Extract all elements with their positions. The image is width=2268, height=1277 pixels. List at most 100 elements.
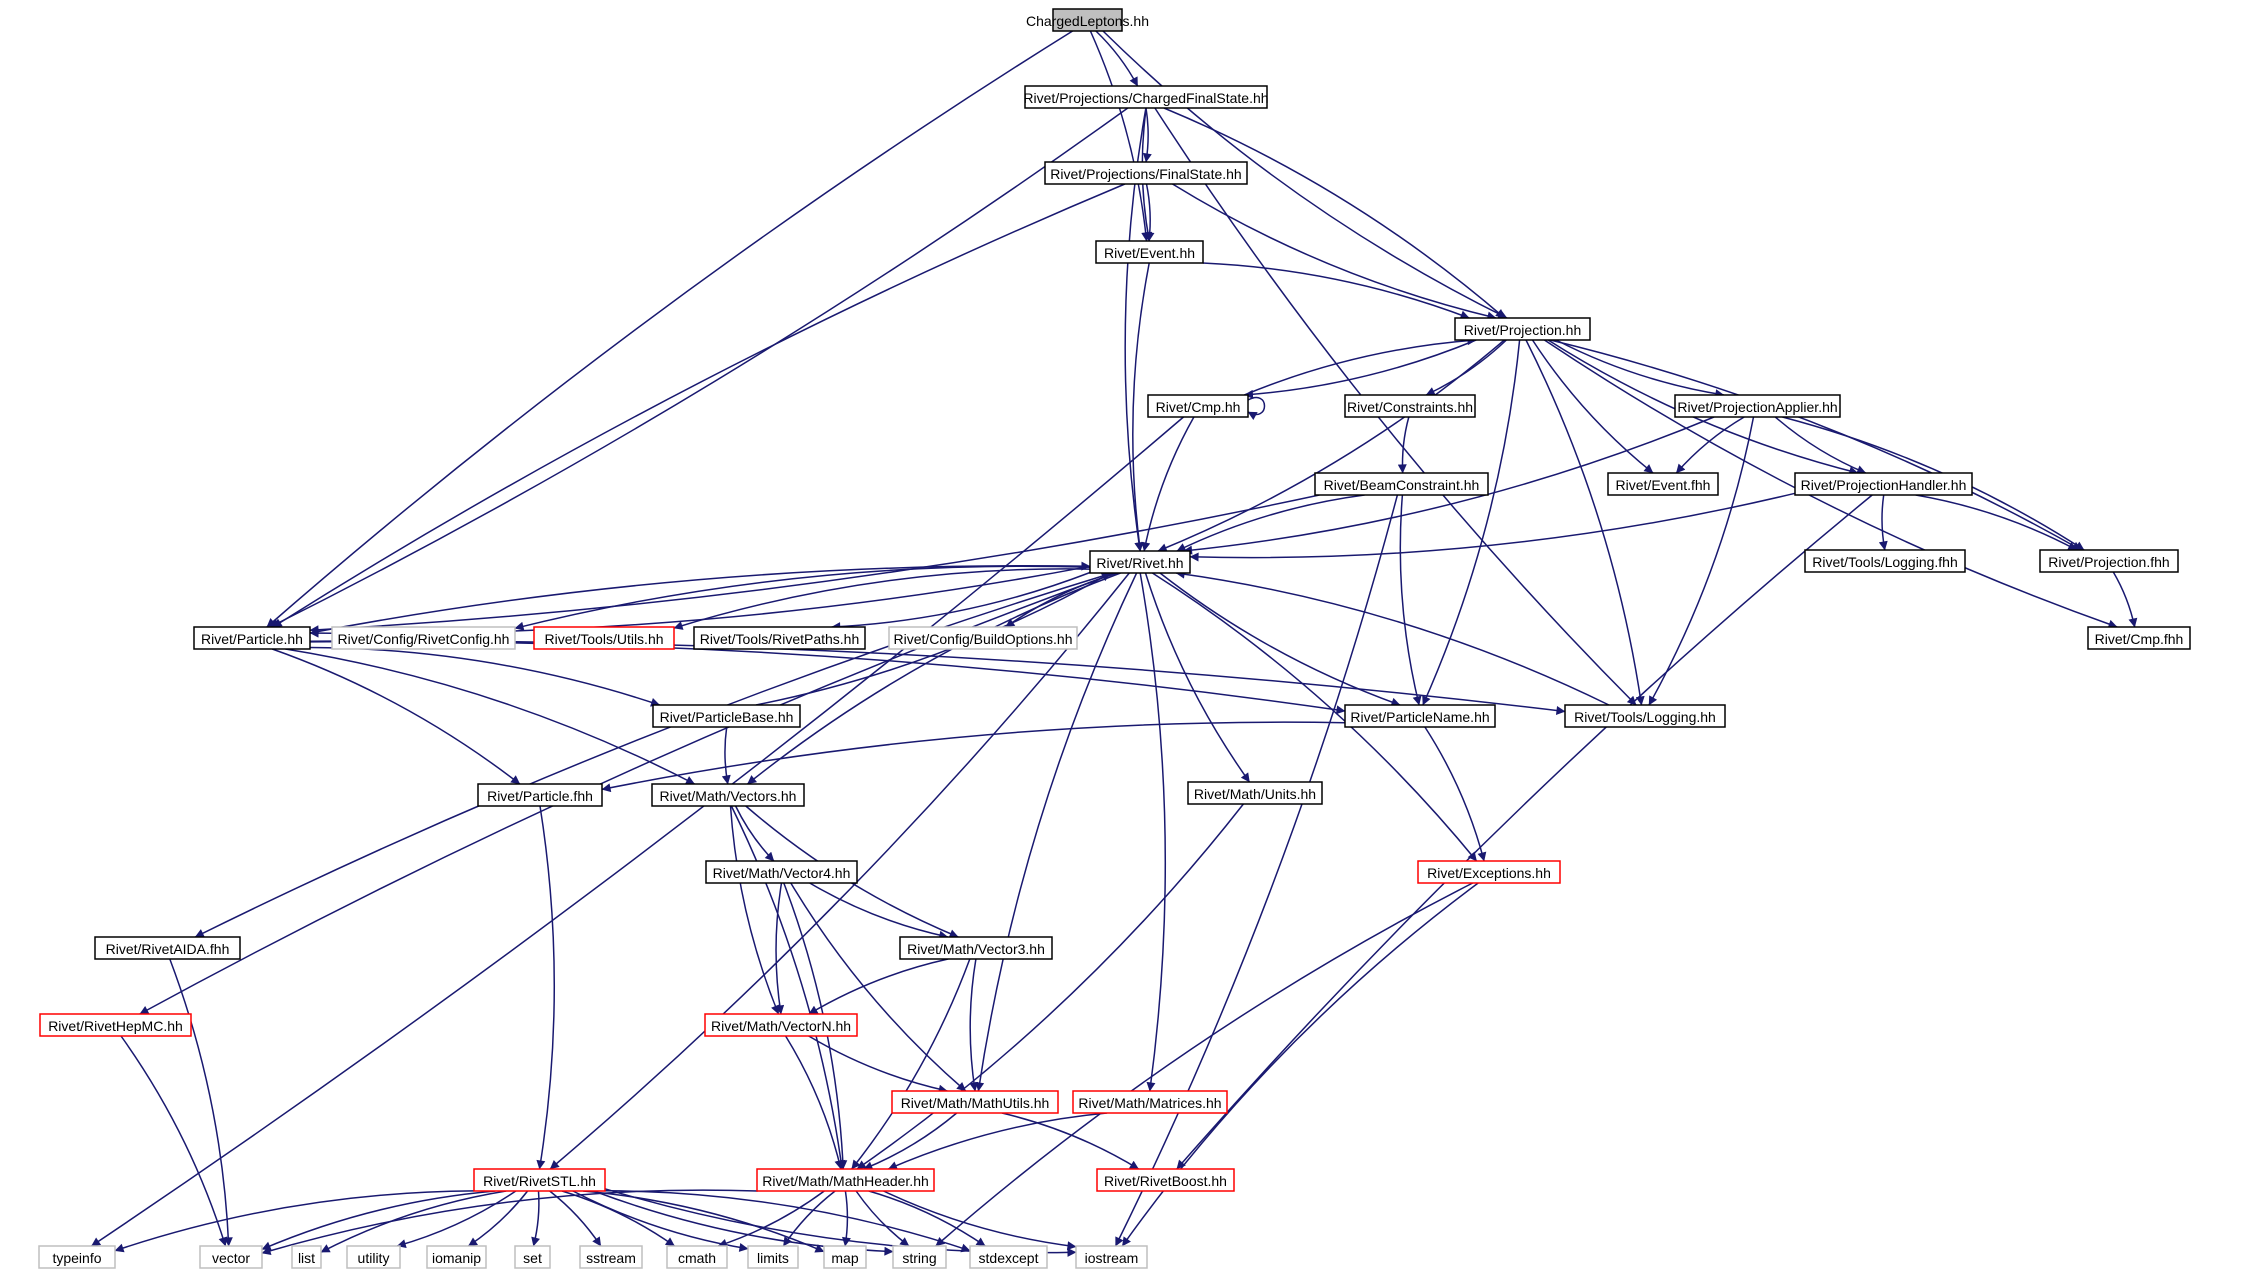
node-label: Rivet/Projection.hh (1464, 322, 1582, 338)
edge-projhh-to-cmpfhh (1543, 339, 2118, 629)
edge-pbase-to-rivethh (755, 572, 1111, 706)
edge-aidafhh-to-vector (169, 958, 233, 1247)
edge-root-to-eventhh (1089, 30, 1151, 242)
edge-rivetstl-to-list (320, 1190, 507, 1253)
node-label: cmath (678, 1250, 716, 1266)
node-projhh[interactable]: Rivet/Projection.hh (1454, 317, 1591, 341)
edge-rivetstl-to-map (583, 1190, 825, 1253)
node-rivetboost[interactable]: Rivet/RivetBoost.hh (1096, 1168, 1235, 1192)
node-box (94, 936, 241, 960)
node-constraints[interactable]: Rivet/Constraints.hh (1344, 394, 1476, 418)
node-label: sstream (586, 1250, 636, 1266)
node-rivethh[interactable]: Rivet/Rivet.hh (1089, 550, 1191, 574)
node-box (888, 626, 1078, 650)
node-layer: ChargedLeptons.hhRivet/Projections/Charg… (38, 8, 2191, 1269)
edge-papplier-to-phandler (1774, 416, 1867, 474)
node-box (2087, 626, 2191, 650)
edge-phandler-to-logfhh (1878, 494, 1888, 551)
node-box (823, 1245, 867, 1269)
edge-vector4-to-vector3 (809, 882, 949, 940)
node-aidafhh[interactable]: Rivet/RivetAIDA.fhh (94, 936, 241, 960)
node-pbase[interactable]: Rivet/ParticleBase.hh (652, 704, 801, 728)
node-label: Rivet/Tools/RivetPaths.hh (700, 631, 860, 647)
node-papplier[interactable]: Rivet/ProjectionApplier.hh (1674, 394, 1841, 418)
node-fs[interactable]: Rivet/Projections/FinalState.hh (1044, 161, 1248, 185)
node-label: Rivet/BeamConstraint.hh (1324, 477, 1480, 493)
edge-rivetstl-to-set (531, 1190, 540, 1247)
node-box (892, 1245, 947, 1269)
node-rivetpaths[interactable]: Rivet/Tools/RivetPaths.hh (693, 626, 866, 650)
node-cmpfhh[interactable]: Rivet/Cmp.fhh (2087, 626, 2191, 650)
node-cmphh[interactable]: Rivet/Cmp.hh (1147, 394, 1249, 418)
node-units[interactable]: Rivet/Math/Units.hh (1187, 781, 1323, 805)
node-box (38, 1245, 116, 1269)
edge-projhh-to-phandler (1547, 339, 1859, 476)
edge-particlefhh-to-rivetstl (536, 805, 556, 1170)
edge-vector3-to-mathutils (969, 958, 979, 1092)
node-root[interactable]: ChargedLeptons.hh (1026, 8, 1149, 32)
node-box (477, 783, 603, 807)
node-box (199, 1245, 263, 1269)
node-label: Rivet/Projections/FinalState.hh (1050, 166, 1241, 182)
node-label: Rivet/Cmp.hh (1156, 399, 1241, 415)
node-label: Rivet/Math/VectorN.hh (711, 1018, 851, 1034)
node-pname[interactable]: Rivet/ParticleName.hh (1344, 704, 1496, 728)
edge-rivethh-to-mathutils (975, 572, 1138, 1092)
node-vector4[interactable]: Rivet/Math/Vector4.hh (705, 860, 858, 884)
node-box (652, 704, 801, 728)
node-vector3[interactable]: Rivet/Math/Vector3.hh (899, 936, 1053, 960)
node-label: string (902, 1250, 936, 1266)
node-exceptions[interactable]: Rivet/Exceptions.hh (1417, 860, 1561, 884)
node-label: Rivet/Math/Vector3.hh (907, 941, 1045, 957)
edge-rivethh-to-rivetpaths (831, 571, 1091, 632)
node-particlefhh[interactable]: Rivet/Particle.fhh (477, 783, 603, 807)
edge-pname-to-particlefhh (601, 721, 1346, 793)
edge-rivetstl-to-iomanip (467, 1190, 529, 1247)
edge-cfs-to-projhh (1163, 107, 1506, 319)
node-logginghh[interactable]: Rivet/Tools/Logging.hh (1564, 704, 1726, 728)
node-label: Rivet/Config/BuildOptions.hh (894, 631, 1073, 647)
node-label: stdexcept (979, 1250, 1039, 1266)
node-label: Rivet/Projection.fhh (2048, 554, 2169, 570)
node-phandler[interactable]: Rivet/ProjectionHandler.hh (1794, 472, 1973, 496)
node-box (2039, 549, 2179, 573)
node-vectorn[interactable]: Rivet/Math/VectorN.hh (704, 1013, 858, 1037)
node-box (899, 936, 1053, 960)
node-box (1794, 472, 1973, 496)
node-particlehh[interactable]: Rivet/Particle.hh (193, 626, 311, 650)
edge-rivetstl-to-sstream (549, 1190, 602, 1247)
edge-projhh-to-eventfhh (1531, 339, 1654, 474)
node-hepmc[interactable]: Rivet/RivetHepMC.hh (39, 1013, 192, 1037)
node-mathutils[interactable]: Rivet/Math/MathUtils.hh (891, 1090, 1059, 1114)
node-cfs[interactable]: Rivet/Projections/ChargedFinalState.hh (1023, 85, 1269, 109)
node-box (969, 1245, 1048, 1269)
node-label: iomanip (432, 1250, 481, 1266)
edge-eventhh-to-projhh (1202, 262, 1470, 320)
node-utilshh[interactable]: Rivet/Tools/Utils.hh (533, 626, 675, 650)
edge-beamc-to-particlehh (309, 494, 1320, 635)
node-eventfhh[interactable]: Rivet/Event.fhh (1607, 472, 1719, 496)
node-mathheader[interactable]: Rivet/Math/MathHeader.hh (756, 1168, 935, 1192)
edge-beamc-to-rivethh (1176, 494, 1365, 552)
node-label: map (831, 1250, 858, 1266)
node-logfhh[interactable]: Rivet/Tools/Logging.fhh (1804, 549, 1966, 573)
node-rivetstl[interactable]: Rivet/RivetSTL.hh (473, 1168, 606, 1192)
node-label: limits (757, 1250, 789, 1266)
node-projfhh[interactable]: Rivet/Projection.fhh (2039, 549, 2179, 573)
node-label: Rivet/ParticleName.hh (1350, 709, 1489, 725)
node-label: ChargedLeptons.hh (1026, 13, 1149, 29)
node-label: Rivet/Math/MathHeader.hh (762, 1173, 929, 1189)
node-matrices[interactable]: Rivet/Math/Matrices.hh (1072, 1090, 1228, 1114)
node-box (666, 1245, 728, 1269)
node-box (1075, 1245, 1148, 1269)
edge-mathheader-to-stdexcept (868, 1190, 986, 1247)
edge-units-to-mathheader (856, 803, 1244, 1170)
node-eventhh[interactable]: Rivet/Event.hh (1095, 240, 1204, 264)
node-vectors[interactable]: Rivet/Math/Vectors.hh (651, 783, 805, 807)
node-label: Rivet/RivetSTL.hh (483, 1173, 596, 1189)
node-box (1454, 317, 1591, 341)
edge-vector3-to-vectorn (808, 958, 949, 1015)
node-beamc[interactable]: Rivet/BeamConstraint.hh (1314, 472, 1489, 496)
node-label: Rivet/RivetHepMC.hh (48, 1018, 183, 1034)
